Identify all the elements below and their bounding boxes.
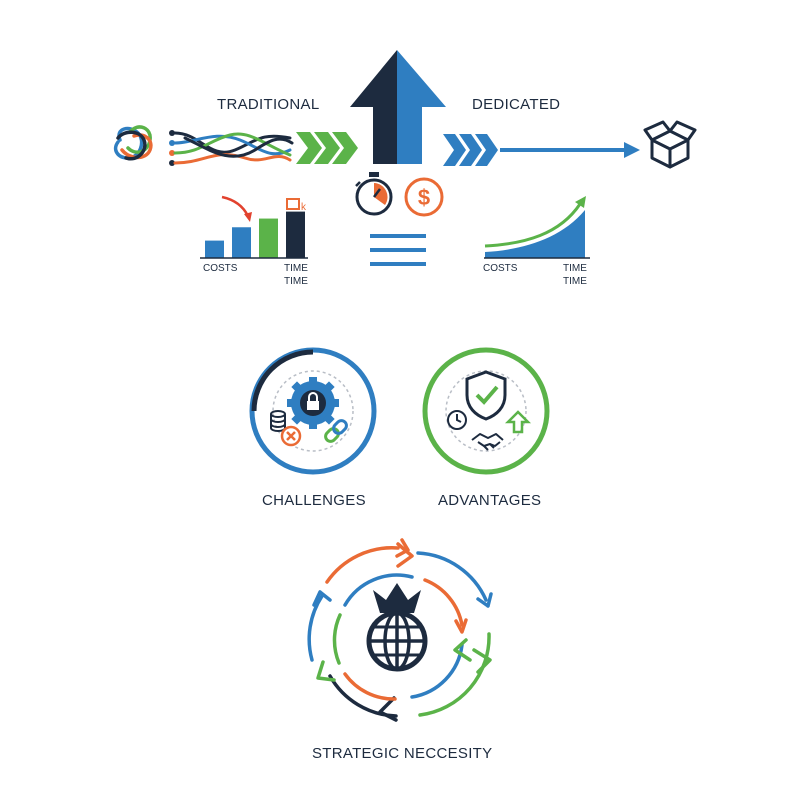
clock-icon bbox=[447, 410, 467, 430]
cost-bar bbox=[232, 227, 251, 258]
knot-icon bbox=[113, 125, 153, 161]
up-arrow-icon bbox=[350, 50, 446, 164]
left-cost-chart: k bbox=[200, 195, 308, 259]
menu-lines-icon bbox=[370, 234, 426, 266]
cost-bar bbox=[286, 211, 305, 258]
cost-bar bbox=[205, 240, 224, 258]
left-costs-label: COSTS bbox=[203, 263, 238, 274]
handshake-icon bbox=[471, 433, 504, 451]
traditional-label: TRADITIONAL bbox=[217, 96, 320, 113]
dedicated-label: DEDICATED bbox=[472, 96, 561, 113]
advantages-label: ADVANTAGES bbox=[438, 492, 542, 509]
up-arrow-small-icon bbox=[504, 410, 532, 434]
database-icon bbox=[270, 410, 286, 432]
shield-check-icon bbox=[465, 370, 507, 421]
challenges-circle bbox=[249, 347, 377, 475]
right-growth-chart bbox=[484, 196, 590, 259]
left-time-label: TIME bbox=[284, 263, 308, 274]
cost-bar bbox=[259, 218, 278, 258]
link-icon bbox=[324, 419, 348, 443]
right-costs-label: COSTS bbox=[483, 263, 518, 274]
dollar-icon: $ bbox=[404, 177, 444, 217]
challenges-label: CHALLENGES bbox=[262, 492, 366, 509]
svg-text:k: k bbox=[301, 202, 307, 213]
cost-rise-arrow bbox=[221, 195, 250, 217]
crown-globe-icon bbox=[366, 583, 428, 672]
right-time-label-2: TIME bbox=[563, 276, 587, 287]
tangled-lines-icon bbox=[169, 130, 294, 166]
error-icon bbox=[280, 425, 302, 447]
strategic-label: STRATEGIC NECCESITY bbox=[312, 745, 493, 762]
left-time-label-2: TIME bbox=[284, 276, 308, 287]
right-time-label: TIME bbox=[563, 263, 587, 274]
blue-chevrons-icon bbox=[443, 134, 498, 166]
cycle-arrows-icon bbox=[307, 538, 493, 722]
gear-lock-icon bbox=[287, 377, 339, 429]
box-icon bbox=[643, 120, 697, 169]
stopwatch-icon bbox=[355, 172, 393, 216]
svg-text:$: $ bbox=[418, 185, 430, 210]
alert-box-icon bbox=[286, 198, 300, 210]
green-chevrons-icon bbox=[296, 132, 358, 164]
